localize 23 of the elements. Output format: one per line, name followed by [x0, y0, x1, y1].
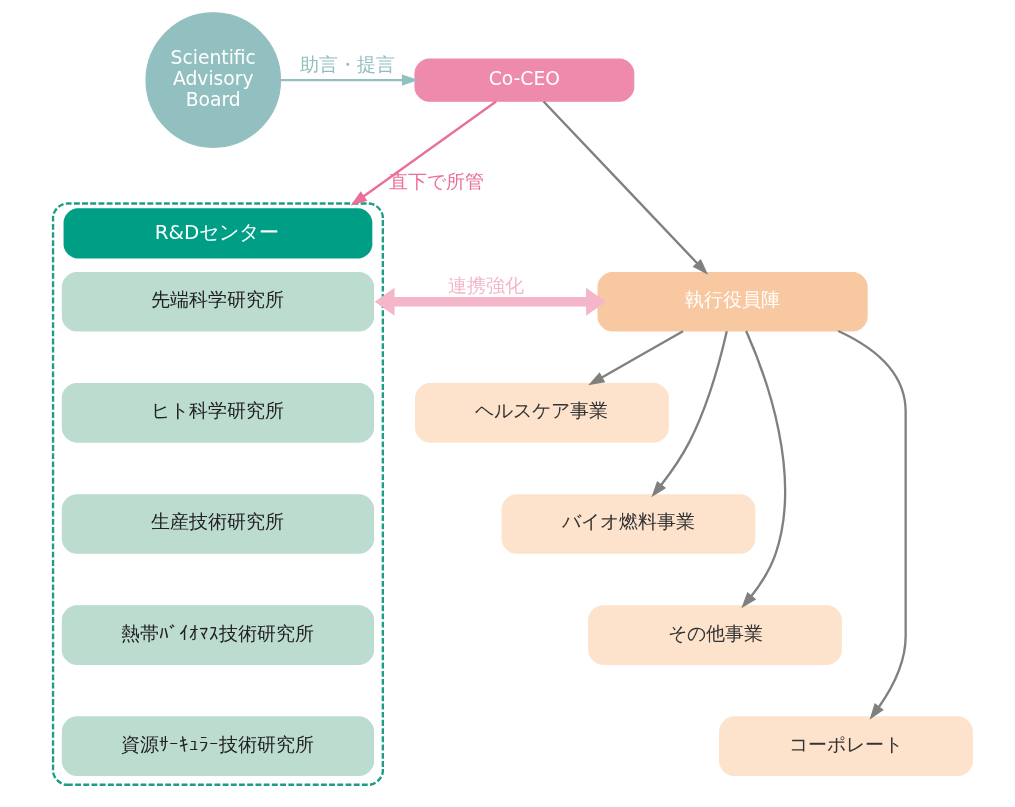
- node-box: バイオ燃料事業: [501, 494, 755, 554]
- node-box: 資源ｻｰｷｭﾗｰ技術研究所: [61, 716, 374, 776]
- node-box: コーポレート: [718, 716, 973, 776]
- node-box: その他事業: [587, 605, 842, 665]
- arrow: [740, 330, 786, 609]
- node-box: ヒト科学研究所: [61, 383, 374, 443]
- node-box: 生産技術研究所: [61, 494, 374, 554]
- arrow: [650, 330, 728, 498]
- edge-label: 連携強化: [447, 275, 524, 297]
- arrow: [374, 287, 606, 316]
- node-box: 先端科学研究所: [61, 271, 374, 332]
- edge-label: 助言・提言: [299, 53, 395, 75]
- arrow: [587, 330, 684, 386]
- node-box: 執行役員陣: [596, 271, 868, 332]
- node-circle: Scientific Advisory Board: [144, 12, 281, 148]
- node-box: Co-CEO: [413, 58, 634, 102]
- arrow: [280, 74, 418, 86]
- arrow: [350, 100, 497, 206]
- arrow: [837, 330, 907, 720]
- node-box: ヘルスケア事業: [414, 383, 669, 443]
- edge-label: 直下で所管: [388, 171, 484, 193]
- node-box: 熱帯ﾊﾞｲｵﾏｽ技術研究所: [61, 605, 374, 665]
- arrow: [542, 100, 708, 275]
